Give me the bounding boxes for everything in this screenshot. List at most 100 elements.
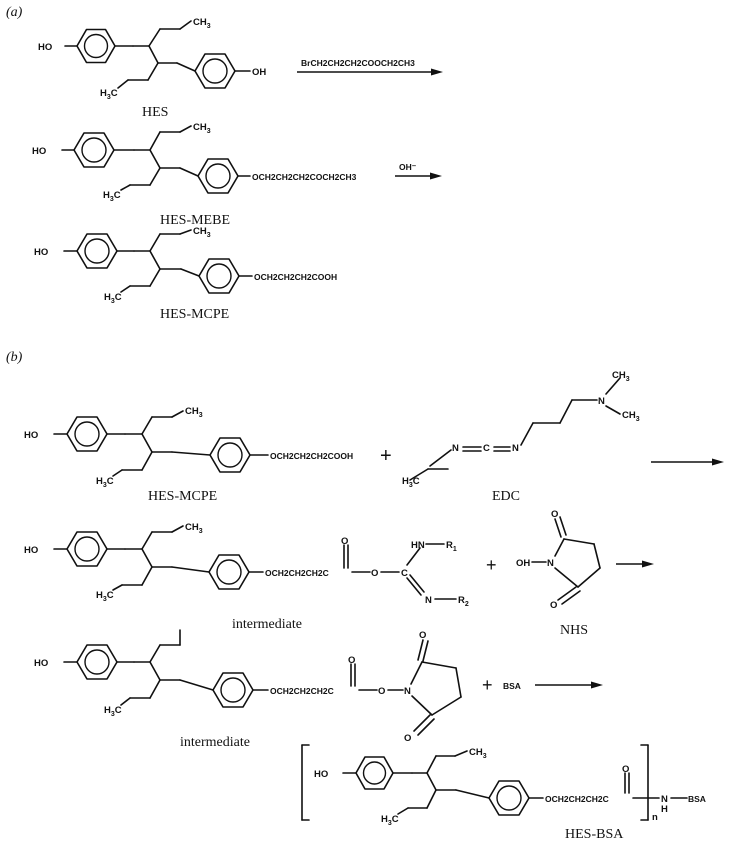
hydroxyl-label: HO xyxy=(38,42,52,53)
oxygen-label: O xyxy=(371,568,378,579)
methyl-label: CH3 xyxy=(185,406,203,419)
phenol-ring xyxy=(194,53,236,89)
reaction-arrow xyxy=(535,681,603,689)
reagent-label: BrCH2CH2CH2COOCH2CH3 xyxy=(301,58,415,68)
phenol-ring xyxy=(76,28,116,64)
reagent-label: OH⁻ xyxy=(399,162,417,172)
compound-name-intermediate: intermediate xyxy=(232,617,302,632)
repeat-subscript: n xyxy=(652,812,658,823)
amide-label: N xyxy=(661,794,668,805)
hydroxyl-label: HO xyxy=(24,545,38,556)
amine-label: HN xyxy=(411,540,425,551)
r1-label: R1 xyxy=(446,540,457,553)
carbon-label: C xyxy=(401,568,408,579)
methyl-label: CH3 xyxy=(193,17,211,30)
nitrogen-label: N xyxy=(512,443,519,454)
compound-name-nhs: NHS xyxy=(560,623,588,638)
bsa-label: BSA xyxy=(503,681,521,691)
r2-label: R2 xyxy=(458,595,469,608)
hes-mcpe-structure: HO CH3 H3C xyxy=(34,226,253,305)
methyl-label: H3C xyxy=(381,814,399,827)
edc-structure: N C N N CH3 CH3 xyxy=(409,370,640,481)
compound-name-hes-mebe: HES-MEBE xyxy=(160,213,230,228)
hes-structure: HO CH3 H3C OH xyxy=(38,17,266,101)
oxygen-label: O xyxy=(341,536,348,547)
reaction-arrow xyxy=(651,458,724,466)
phenol-ring xyxy=(197,158,239,194)
methyl-label: H3C xyxy=(104,705,122,718)
amide-label: H xyxy=(661,804,668,815)
methyl-label: CH3 xyxy=(622,410,640,423)
acid-chain-label: OCH2CH2CH2COOH xyxy=(254,272,337,282)
methyl-label: CH3 xyxy=(469,747,487,760)
hydroxyl-label: OH xyxy=(516,558,530,569)
acid-chain-label: OCH2CH2CH2COOH xyxy=(270,451,353,461)
hes-mebe-structure: HO CH3 H3C xyxy=(32,122,251,203)
hydroxyl-label: HO xyxy=(24,430,38,441)
compound-name-edc: EDC xyxy=(492,489,520,504)
phenol-ring xyxy=(198,258,240,294)
methyl-label: H3C xyxy=(103,190,121,203)
linker-chain-label: OCH2CH2CH2C xyxy=(545,794,609,804)
phenol-ring xyxy=(488,780,530,816)
plus-sign: + xyxy=(380,445,392,467)
methyl-label: H3C xyxy=(402,476,420,489)
plus-sign: + xyxy=(482,675,493,695)
nitrogen-label: N xyxy=(598,396,605,407)
oxygen-label: O xyxy=(550,600,557,611)
phenol-ring xyxy=(73,132,115,168)
intermediate-structure: HO H3C O O N O O xyxy=(34,629,462,744)
oxygen-label: O xyxy=(378,686,385,697)
bsa-label: BSA xyxy=(688,794,706,804)
nitrogen-label: N xyxy=(425,595,432,606)
nitrogen-label: N xyxy=(404,686,411,697)
methyl-label: H3C xyxy=(104,292,122,305)
reaction-arrow xyxy=(395,172,442,180)
nitrogen-label: N xyxy=(547,558,554,569)
plus-sign: + xyxy=(486,555,497,575)
oxygen-label: O xyxy=(404,733,411,744)
methyl-label: CH3 xyxy=(185,522,203,535)
nitrogen-label: N xyxy=(452,443,459,454)
phenol-ring xyxy=(76,644,118,680)
phenol-ring xyxy=(76,233,118,269)
intermediate-structure: HO CH3 H3C O O C HN R1 N R2 xyxy=(24,522,469,608)
phenol-ring xyxy=(209,437,251,473)
phenol-ring xyxy=(212,672,254,708)
compound-name-intermediate: intermediate xyxy=(180,735,250,750)
ester-chain-label: OCH2CH2CH2COCH2CH3 xyxy=(252,172,357,182)
methyl-label: CH3 xyxy=(612,370,630,383)
oxygen-label: O xyxy=(551,509,558,520)
oxygen-label: O xyxy=(419,630,426,641)
panel-label-a: (a) xyxy=(6,5,23,20)
hydroxyl-label: HO xyxy=(34,658,48,669)
phenol-ring xyxy=(355,756,394,790)
hydroxyl-label: HO xyxy=(34,247,48,258)
linker-chain-label: OCH2CH2CH2C xyxy=(265,568,329,578)
oxygen-label: O xyxy=(348,655,355,666)
methyl-label: H3C xyxy=(96,590,114,603)
panel-label-b: (b) xyxy=(6,350,23,365)
methyl-label: H3C xyxy=(96,476,114,489)
hydroxyl-label: HO xyxy=(32,146,46,157)
methyl-label: CH3 xyxy=(193,226,211,239)
oxygen-label: O xyxy=(622,764,629,775)
methyl-label: H3C xyxy=(100,88,118,101)
compound-name-hes: HES xyxy=(142,105,168,120)
carbon-label: C xyxy=(483,443,490,454)
phenol-ring xyxy=(66,531,108,567)
linker-chain-label: OCH2CH2CH2C xyxy=(270,686,334,696)
compound-name-hes-mcpe: HES-MCPE xyxy=(160,307,229,322)
reaction-arrow xyxy=(297,68,443,76)
reaction-arrow xyxy=(616,560,654,568)
hes-mcpe-structure: HO CH3 H3C xyxy=(24,406,269,489)
methyl-label: CH3 xyxy=(193,122,211,135)
phenol-ring xyxy=(208,554,250,590)
hydroxyl-label: HO xyxy=(314,769,328,780)
compound-name-hes-bsa: HES-BSA xyxy=(565,827,624,842)
compound-name-hes-mcpe: HES-MCPE xyxy=(148,489,217,504)
hes-bsa-structure: n HO CH3 H3C O N H BSA xyxy=(301,744,706,827)
hydroxyl-label: OH xyxy=(252,67,266,78)
nhs-structure: OH N O O xyxy=(516,509,601,611)
